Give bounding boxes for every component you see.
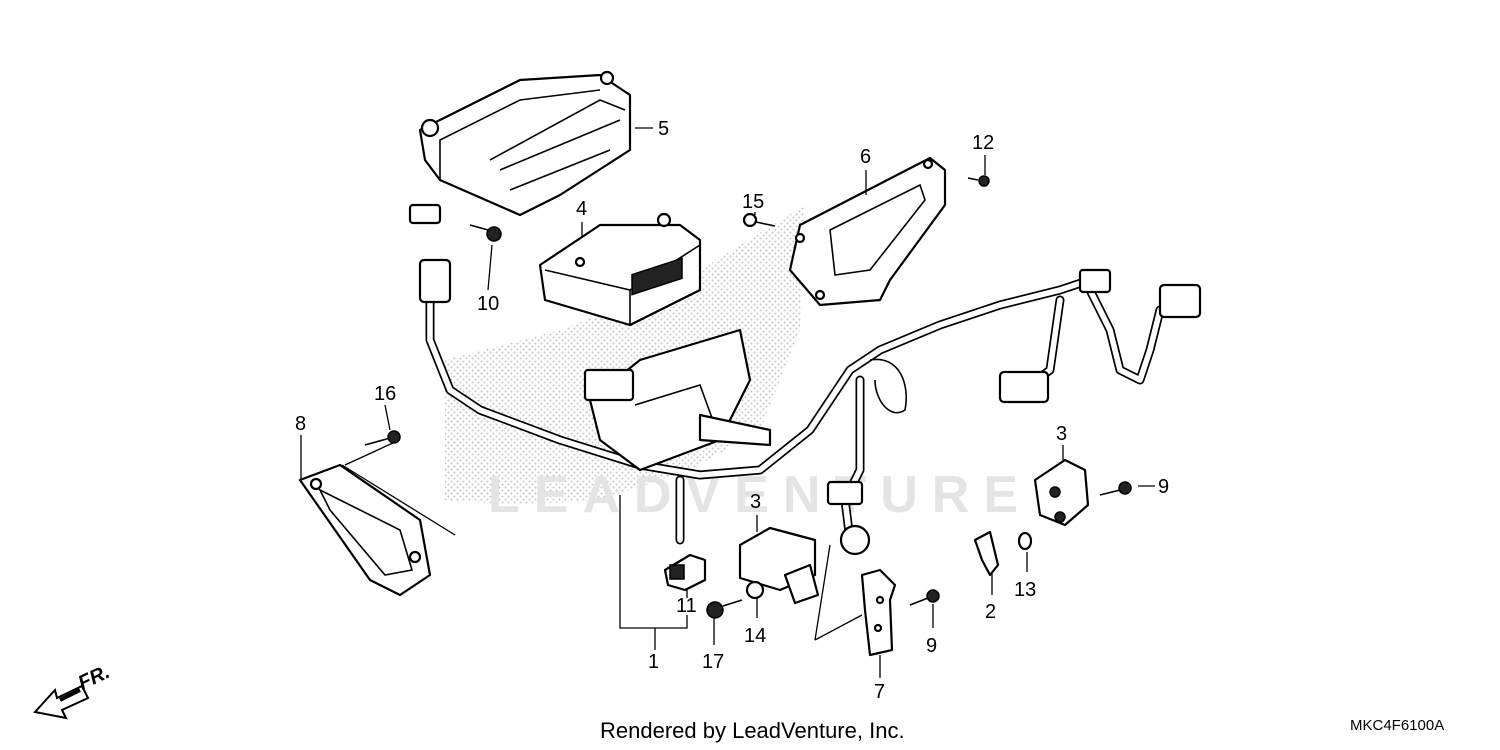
- part-3-relay-center: [738, 526, 820, 605]
- callout-14: 14: [744, 625, 766, 647]
- part-6-cover: [788, 156, 947, 307]
- callout-16: 16: [374, 383, 396, 405]
- diagram-code: MKC4F6100A: [1350, 717, 1444, 734]
- callout-13: 13: [1014, 579, 1036, 601]
- callout-3-right: 3: [1056, 423, 1067, 445]
- callout-6: 6: [860, 146, 871, 168]
- part-7-stay: [814, 544, 897, 657]
- callout-15: 15: [742, 191, 764, 213]
- callout-7: 7: [874, 681, 885, 703]
- part-10-bolt: [469, 224, 502, 242]
- watermark-text: LEADVENTURE: [488, 466, 1032, 524]
- part-9-bolt-lower: [909, 589, 940, 606]
- leader-lines: [300, 127, 1155, 678]
- part-14-washer: [745, 580, 765, 600]
- part-13-washer: [1017, 531, 1033, 551]
- part-3-sensor-right: [1033, 458, 1090, 527]
- part-1-harness: [408, 203, 1202, 556]
- part-15-bolt: [742, 212, 776, 228]
- part-16-bolt: [364, 430, 401, 446]
- callout-4: 4: [576, 198, 587, 220]
- callout-11: 11: [676, 595, 697, 617]
- callout-12: 12: [972, 132, 994, 154]
- part-17-bolt: [706, 599, 743, 619]
- callout-3-center: 3: [750, 491, 761, 513]
- callout-2: 2: [985, 601, 996, 623]
- callout-9-right: 9: [1158, 476, 1169, 498]
- callout-9-lower: 9: [926, 635, 937, 657]
- callout-5: 5: [658, 118, 669, 140]
- callout-17: 17: [702, 651, 724, 673]
- callout-1: 1: [648, 651, 659, 673]
- part-8-bracket: [298, 441, 456, 597]
- part-11-connector: [663, 553, 707, 592]
- part-4-ecu: [538, 212, 702, 327]
- part-12-bolt: [967, 175, 990, 187]
- callout-10: 10: [477, 293, 499, 315]
- callout-8: 8: [295, 413, 306, 435]
- part-9-bolt-upper: [1099, 481, 1132, 496]
- front-direction-arrow: FR.: [33, 661, 113, 720]
- part-5-holder: [418, 70, 632, 217]
- part-2-clip: [973, 530, 1000, 577]
- callouts: 1 2 3 3 3 4 5 6 7 8 9 9 10 11 12 13 14 1…: [295, 118, 1169, 703]
- credit-text: Rendered by LeadVenture, Inc.: [600, 718, 905, 743]
